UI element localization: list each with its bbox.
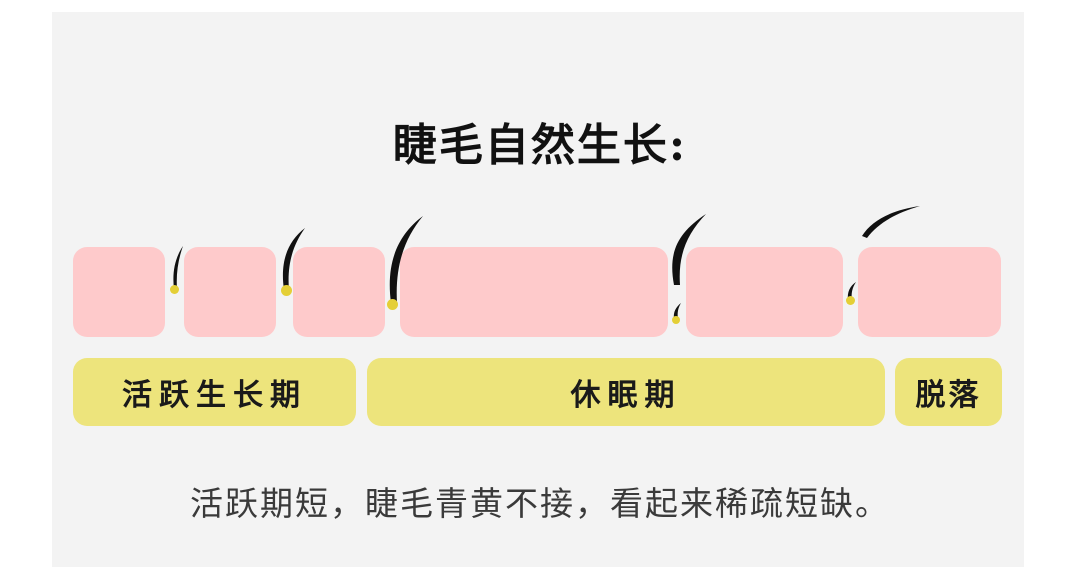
skin-block-1: [73, 247, 165, 337]
follicle-dot-5: [846, 296, 855, 305]
skin-block-5: [686, 247, 843, 337]
skin-block-4: [400, 247, 668, 337]
stage-dormant: 休眠期: [367, 358, 885, 426]
lash-7: [862, 206, 920, 238]
lash-5: [673, 303, 681, 319]
stage-active-growth: 活跃生长期: [73, 358, 356, 426]
skin-block-3: [293, 247, 385, 337]
diagram-title: 睫毛自然生长:: [392, 120, 688, 171]
diagram-caption: 活跃期短，睫毛青黄不接，看起来稀疏短缺。: [190, 484, 890, 523]
stage-shedding: 脱落: [895, 358, 1002, 426]
follicle-dot-3: [387, 299, 398, 310]
skin-block-2: [184, 247, 276, 337]
lash-2: [282, 228, 305, 290]
follicle-dot-4: [672, 316, 680, 324]
skin-block-6: [858, 247, 1001, 337]
follicle-dot-1: [170, 285, 179, 294]
lash-6: [847, 282, 856, 300]
follicle-dot-2: [281, 285, 292, 296]
lash-1: [173, 246, 183, 289]
lash-3: [389, 216, 423, 303]
lash-4: [672, 214, 706, 285]
